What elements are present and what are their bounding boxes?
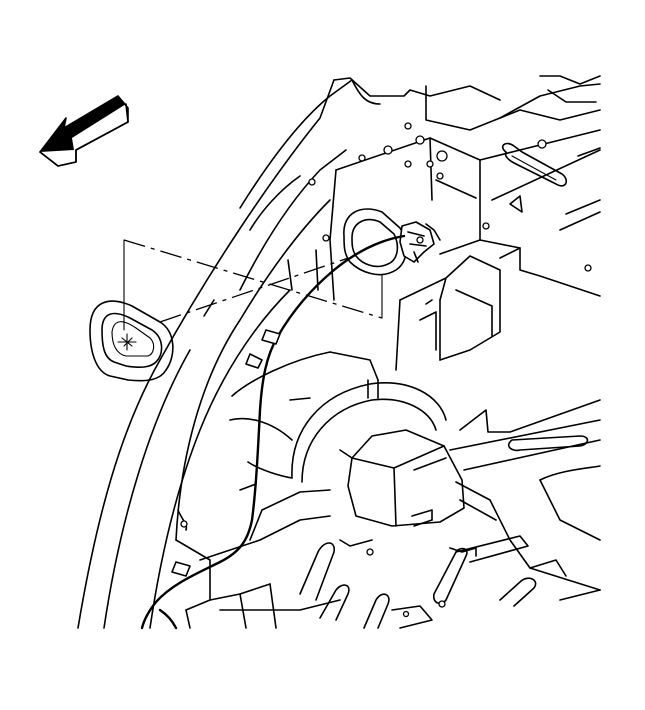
connector-icon: [399, 221, 441, 263]
harness-icon: [140, 234, 406, 630]
grommet-icon: [89, 300, 174, 382]
arrow-left-icon: [39, 95, 129, 167]
leader-lines: [123, 239, 383, 331]
body-panel: [77, 75, 601, 629]
